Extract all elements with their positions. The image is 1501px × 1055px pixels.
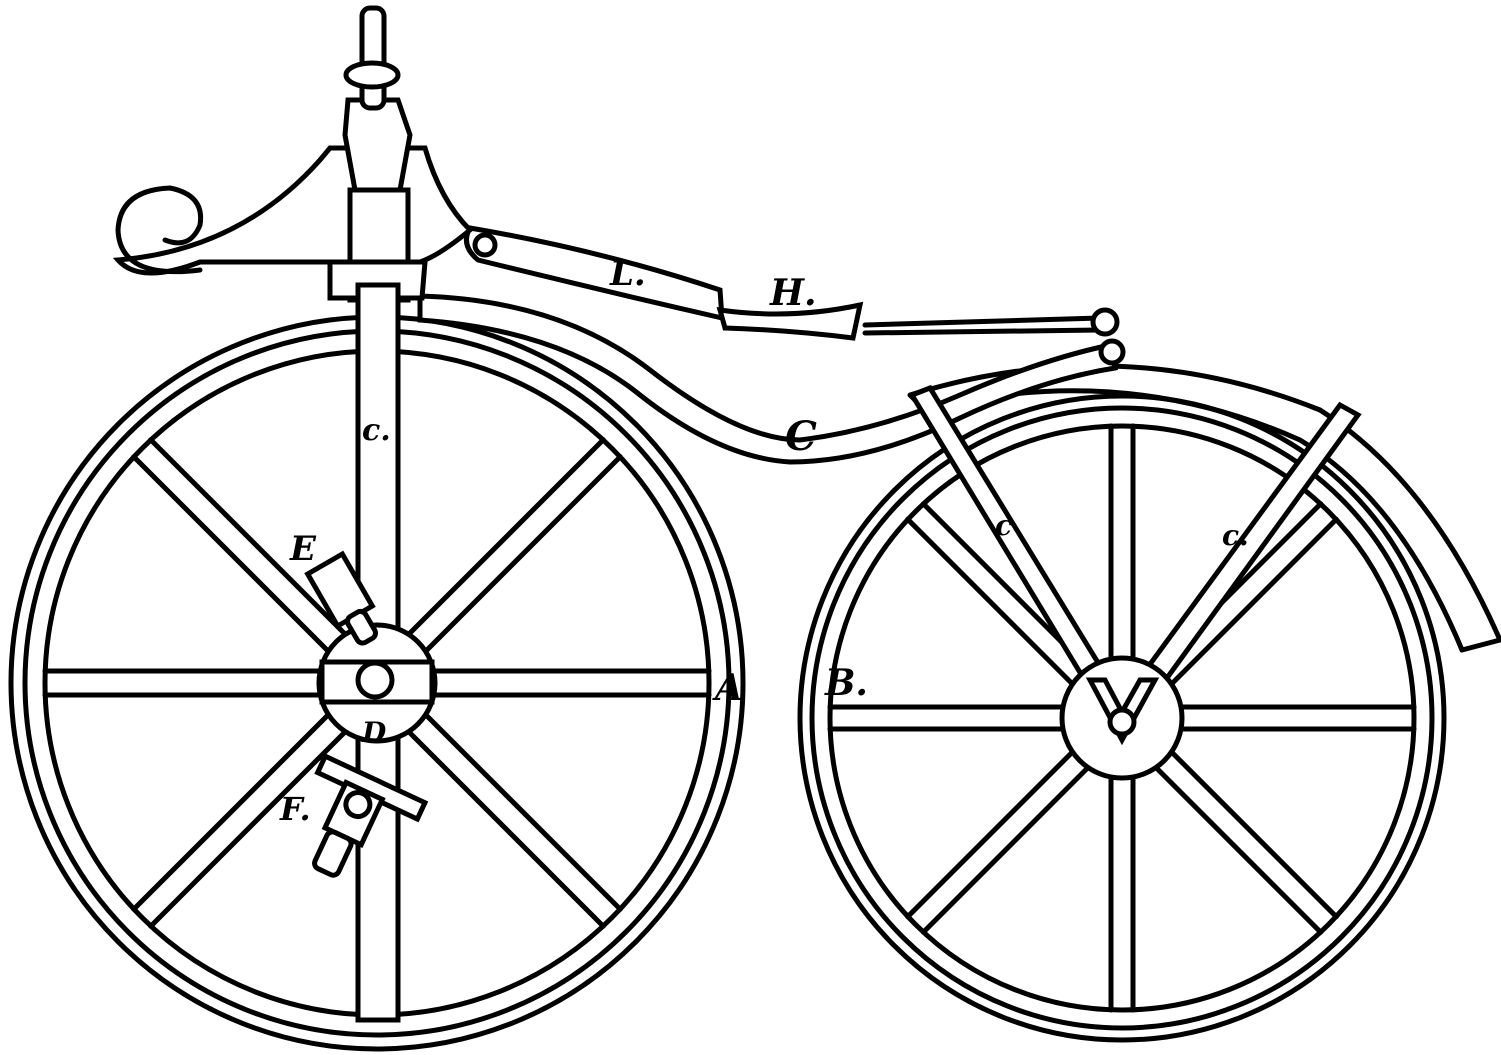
seat-link	[862, 315, 1103, 336]
handle-knob	[343, 60, 401, 90]
handle-top	[342, 97, 413, 193]
rear-wheel-outer-rim	[797, 393, 1447, 1043]
label-B: B.	[824, 662, 868, 704]
front-spoke	[131, 454, 333, 656]
rear-mudguard	[907, 363, 1501, 653]
front-spoke	[421, 454, 623, 656]
rear-spoke	[905, 516, 1076, 688]
label-A: A	[712, 667, 743, 709]
label-F: F.	[279, 790, 311, 828]
seat-link-joint	[1090, 307, 1120, 337]
rear-spoke	[905, 748, 1076, 920]
label-E: E	[289, 529, 317, 569]
handle-post	[359, 5, 387, 111]
rear-spoke	[1168, 516, 1339, 688]
seat-link-joint-lower	[1098, 338, 1126, 366]
label-C-frame: C	[785, 413, 817, 460]
label-c-steer: c.	[362, 413, 391, 448]
seat-H	[716, 301, 864, 341]
front-spoke	[148, 727, 350, 929]
steering-collar	[327, 259, 428, 301]
seat-pivot	[472, 232, 498, 258]
label-H: H.	[769, 272, 817, 314]
rear-wheel-tire	[809, 405, 1435, 1031]
label-c-rear-right: c.	[1222, 519, 1249, 552]
label-c-rear-left: c	[995, 509, 1012, 542]
rear-spoke	[1168, 748, 1339, 920]
front-spoke	[131, 710, 333, 912]
pedal-lower	[312, 752, 429, 878]
rear-spoke	[920, 764, 1092, 935]
rear-fork-crown	[1085, 677, 1160, 746]
label-D: D	[361, 716, 387, 749]
rear-spoke	[1152, 764, 1324, 935]
rear-axle	[1107, 707, 1137, 737]
front-spoke	[421, 710, 623, 912]
rear-wheel-inner-rim	[827, 423, 1417, 1013]
front-spoke	[404, 437, 606, 639]
axle	[355, 660, 395, 700]
front-spoke	[404, 727, 606, 929]
seat-spring-L	[463, 225, 725, 322]
steering-bracket	[112, 145, 474, 276]
pedal-upper	[304, 550, 378, 646]
label-L: L.	[609, 254, 646, 294]
scroll-ornament	[115, 185, 204, 275]
rear-wheel	[797, 393, 1447, 1043]
front-spoke	[148, 437, 350, 639]
